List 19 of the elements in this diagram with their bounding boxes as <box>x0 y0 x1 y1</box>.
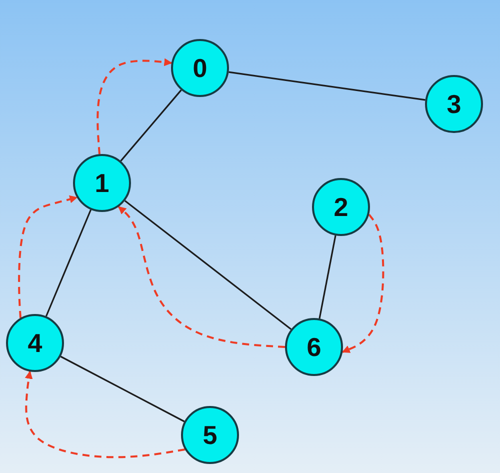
node-label: 1 <box>94 168 110 198</box>
connector-line <box>45 209 92 317</box>
node-label: 0 <box>192 52 208 84</box>
arrow <box>18 195 78 318</box>
arrow <box>24 370 186 458</box>
connector-line <box>120 90 182 162</box>
node-circle <box>73 154 131 212</box>
arrow <box>342 214 384 353</box>
connector-line <box>124 200 292 330</box>
node-label: 6 <box>306 332 322 362</box>
node-label: 2 <box>334 192 348 222</box>
arrow <box>96 58 172 154</box>
connector-line <box>228 71 426 101</box>
arrow <box>118 206 286 348</box>
connector-line <box>318 235 336 319</box>
node-label: 5 <box>202 420 218 450</box>
node-label: 3 <box>446 88 462 120</box>
connector-line <box>60 356 185 422</box>
node-label: 4 <box>28 328 42 358</box>
